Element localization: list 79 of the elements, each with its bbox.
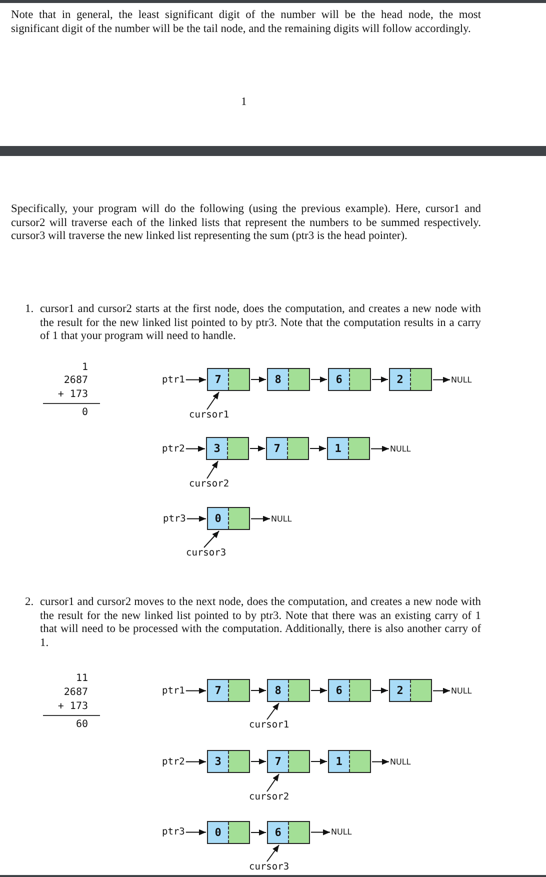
list-node: 6 <box>328 679 371 702</box>
null-label: NULL <box>451 374 472 386</box>
list-node: 7 <box>207 368 250 391</box>
arrow <box>250 376 266 382</box>
arrow <box>185 446 206 452</box>
pointer-label: ptr1 <box>162 374 185 386</box>
pointer-label: ptr1 <box>162 686 185 696</box>
list-node: 1 <box>328 750 371 773</box>
paragraph: Note that in general, the least significant digit of the number will be the head node, the most significant digit of the number will be the tail node, and the remaining digits will follow accordingly. <box>11 9 481 36</box>
paragraph: cursor1 and cursor2 starts at the first node, does the computation, and creates a new node with the result for the new linked list pointed to by ptr3. Note that the computation results in a carry of 1 that your program will need to handle. <box>40 303 481 344</box>
arrow <box>310 758 328 764</box>
sum-digits: 0 <box>80 407 88 419</box>
list-node: 2 <box>389 368 432 391</box>
arrow <box>310 829 330 836</box>
pointer-label: ptr3 <box>163 514 186 524</box>
arrow <box>266 774 280 792</box>
arrow <box>432 376 450 383</box>
cursor-label: cursor3 <box>186 548 226 558</box>
carry-digits: 11 <box>74 673 88 685</box>
addend: 2687 <box>62 687 88 699</box>
cursor-label: cursor3 <box>249 862 290 872</box>
null-label: NULL <box>390 756 411 768</box>
arrow <box>250 688 266 694</box>
list-number: 1. <box>25 303 34 317</box>
arrow <box>266 844 280 862</box>
arrow <box>206 392 220 410</box>
list-node: 2 <box>389 679 432 702</box>
list-node: 6 <box>328 368 371 391</box>
arrow <box>432 688 450 694</box>
list-number: 2. <box>25 596 34 610</box>
null-label: NULL <box>271 514 292 524</box>
arrow <box>206 460 219 479</box>
pointer-label: ptr2 <box>162 444 185 454</box>
arrow <box>250 446 266 452</box>
arrow <box>266 702 280 720</box>
list-node: 8 <box>267 368 310 391</box>
null-label: NULL <box>331 826 352 838</box>
list-node: 0 <box>207 507 250 530</box>
list-node: 7 <box>266 437 309 460</box>
null-label: NULL <box>390 444 411 454</box>
list-node: 3 <box>207 750 250 773</box>
list-node: 1 <box>327 437 370 460</box>
arrow <box>370 446 390 452</box>
arrow <box>310 446 326 452</box>
cursor-label: cursor2 <box>249 792 290 802</box>
arrow <box>372 376 388 382</box>
arrow <box>185 688 206 694</box>
list-node: 7 <box>207 679 250 702</box>
addend: + 173 <box>56 701 88 713</box>
sum-digits: 60 <box>74 719 88 731</box>
list-node: 6 <box>267 821 310 844</box>
cursor-label: cursor1 <box>189 410 230 420</box>
addend: 2687 <box>62 375 88 387</box>
list-node: 8 <box>267 679 310 702</box>
null-label: NULL <box>451 686 472 696</box>
arrow <box>250 830 266 836</box>
addend: + 173 <box>56 389 88 401</box>
arrow <box>372 758 390 765</box>
page-number: 1 <box>241 96 247 110</box>
arrow <box>204 530 220 548</box>
carry-digits: 1 <box>80 362 88 374</box>
list-node: 0 <box>207 821 250 844</box>
arrow <box>310 688 328 694</box>
arrow <box>185 758 206 765</box>
list-node: 3 <box>206 437 249 460</box>
paragraph: cursor1 and cursor2 moves to the next node, does the computation, and creates a new node with the result for the new linked list pointed to by ptr3. Note that there was an existing carry of 1 that will need to be processed with the computation. Additionally, there is also another carry of 1. <box>40 596 481 650</box>
arrow <box>185 829 206 836</box>
pointer-label: ptr2 <box>162 756 185 768</box>
paragraph: Specifically, your program will do the following (using the previous example). Here, cursor1 and cursor2 will traverse each of the linked lists that represent the numbers to be summed respectively. cursor3 will traverse the new linked list representing the sum (ptr3 is the head pointer). <box>11 203 481 244</box>
list-node: 7 <box>267 750 310 773</box>
arrow <box>250 758 266 764</box>
arrow <box>186 516 206 522</box>
arrow <box>372 688 388 694</box>
cursor-label: cursor2 <box>189 478 230 490</box>
pointer-label: ptr3 <box>162 826 185 838</box>
arrow <box>310 376 328 382</box>
cursor-label: cursor1 <box>249 720 290 730</box>
arrow <box>250 516 270 522</box>
arrow <box>185 376 206 383</box>
